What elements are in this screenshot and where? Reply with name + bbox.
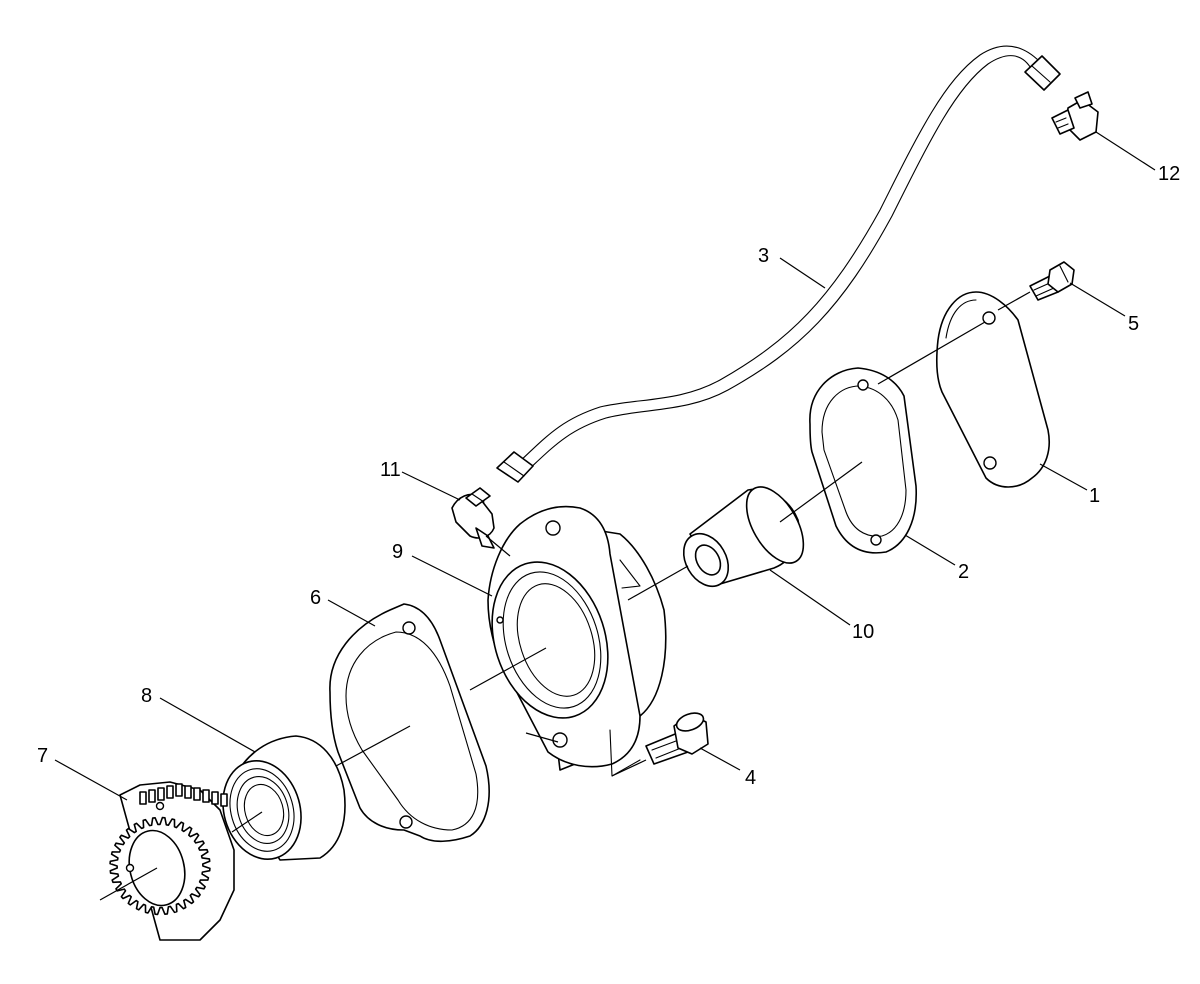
gear-teeth-back	[139, 783, 228, 807]
part-11-elbow-fitting	[451, 487, 495, 549]
gear-tooth	[139, 791, 147, 805]
callout-12: 12	[1158, 163, 1180, 185]
callout-1: 1	[1089, 485, 1100, 507]
callout-10: 10	[852, 621, 874, 643]
part-7-gear	[109, 781, 235, 941]
gear-tooth	[211, 791, 219, 805]
gear-tooth	[193, 787, 201, 801]
callout-2: 2	[958, 561, 969, 583]
part-2-gasket	[809, 367, 917, 554]
tube-nut-upper	[1024, 55, 1061, 91]
part-6-gasket	[329, 603, 490, 843]
callout-11: 11	[380, 459, 401, 481]
gear-tooth	[202, 789, 210, 803]
part-3-lube-tube	[496, 45, 1061, 483]
callout-6: 6	[310, 587, 321, 609]
part-12-grease-fitting	[1051, 91, 1099, 141]
part-4-bolt	[645, 712, 709, 765]
callout-9: 9	[392, 541, 403, 563]
part-9-housing	[487, 505, 667, 777]
callout-leaders	[54, 131, 1156, 801]
tube-nut-lower	[496, 451, 534, 483]
part-1-cover-plate	[936, 291, 1050, 488]
callout-4: 4	[745, 767, 756, 789]
gear-tooth	[184, 785, 192, 799]
gear-tooth	[166, 785, 174, 799]
gear-tooth	[148, 789, 156, 803]
callout-3: 3	[758, 245, 769, 267]
part-10-bushing	[682, 486, 805, 588]
callout-7: 7	[37, 745, 48, 767]
assembly-centerlines	[99, 291, 1031, 901]
gear-tooth	[175, 783, 183, 797]
gear-tooth	[157, 787, 165, 801]
callout-labels: 1 2 3 4 5 6 7 8 9 10 11 12	[37, 163, 1180, 789]
part-5-bolt	[1029, 261, 1075, 301]
gear-tooth	[220, 793, 228, 807]
part-8-bearing	[222, 735, 346, 861]
callout-8: 8	[141, 685, 152, 707]
callout-5: 5	[1128, 313, 1139, 335]
